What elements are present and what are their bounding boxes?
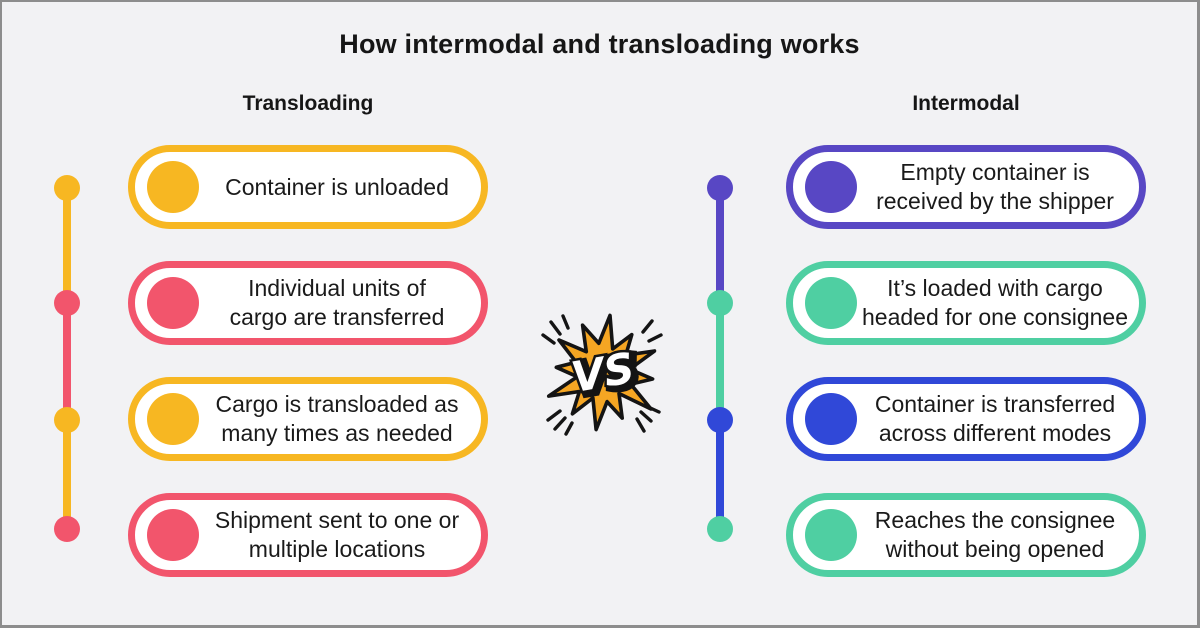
step-dot-icon	[147, 161, 199, 213]
timeline-dot-icon	[707, 407, 733, 433]
step-label: Individual units of cargo are transferred	[199, 274, 481, 332]
timeline-dot-icon	[707, 175, 733, 201]
step-label-line: Cargo is transloaded as	[215, 391, 459, 417]
step-dot-icon	[147, 277, 199, 329]
step-label-line: received by the shipper	[876, 188, 1114, 214]
timeline-dot-icon	[54, 516, 80, 542]
step-label-line: many times as needed	[221, 420, 453, 446]
transloading-step-pill: Shipment sent to one or multiple location…	[128, 493, 488, 577]
step-label-line: cargo are transferred	[229, 304, 445, 330]
step-label-line: Empty container is	[900, 159, 1090, 185]
step-label-line: without being opened	[885, 536, 1105, 562]
burst-speed-lines-icon	[541, 314, 663, 436]
step-label: Reaches the consignee without being opene…	[857, 506, 1139, 564]
transloading-timeline	[54, 175, 80, 542]
step-dot-icon	[805, 161, 857, 213]
column-header-intermodal: Intermodal	[912, 92, 1020, 115]
step-label: Container is unloaded	[199, 173, 481, 202]
step-label: Cargo is transloaded as many times as nee…	[199, 390, 481, 448]
step-label: Shipment sent to one or multiple location…	[199, 506, 481, 564]
intermodal-step-pill: Reaches the consignee without being opene…	[786, 493, 1146, 577]
intermodal-step-pill: Empty container is received by the shippe…	[786, 145, 1146, 229]
column-header-transloading: Transloading	[242, 92, 374, 115]
intermodal-steps: Empty container is received by the shippe…	[786, 145, 1146, 577]
step-dot-icon	[805, 393, 857, 445]
transloading-step-pill: Container is unloaded	[128, 145, 488, 229]
step-label-line: Container is transferred	[874, 391, 1116, 417]
step-dot-icon	[805, 277, 857, 329]
step-label: It’s loaded with cargo headed for one con…	[857, 274, 1139, 332]
step-label-line: Individual units of	[248, 275, 426, 301]
step-label-line: multiple locations	[248, 536, 426, 562]
transloading-step-pill: Cargo is transloaded as many times as nee…	[128, 377, 488, 461]
timeline-dot-icon	[707, 516, 733, 542]
step-dot-icon	[147, 393, 199, 445]
transloading-step-pill: Individual units of cargo are transferred	[128, 261, 488, 345]
timeline-dot-icon	[54, 175, 80, 201]
intermodal-timeline	[707, 175, 733, 542]
step-label-line: across different modes	[878, 420, 1112, 446]
step-label: Container is transferred across different…	[857, 390, 1139, 448]
step-label-line: It’s loaded with cargo	[887, 275, 1103, 301]
vs-burst: VS VS	[538, 308, 668, 438]
step-dot-icon	[805, 509, 857, 561]
step-dot-icon	[147, 509, 199, 561]
timeline-dot-icon	[54, 407, 80, 433]
step-label-line: Shipment sent to one or	[214, 507, 460, 533]
step-label-line: Reaches the consignee	[874, 507, 1116, 533]
burst-star-icon	[546, 313, 657, 432]
timeline-dot-icon	[54, 290, 80, 316]
timeline-dot-icon	[707, 290, 733, 316]
step-label: Empty container is received by the shippe…	[857, 158, 1139, 216]
step-label-line: headed for one consignee	[862, 304, 1128, 330]
page-title: How intermodal and transloading works	[339, 29, 860, 59]
intermodal-step-pill: Container is transferred across different…	[786, 377, 1146, 461]
intermodal-step-pill: It’s loaded with cargo headed for one con…	[786, 261, 1146, 345]
step-label-line: Container is unloaded	[225, 173, 449, 200]
